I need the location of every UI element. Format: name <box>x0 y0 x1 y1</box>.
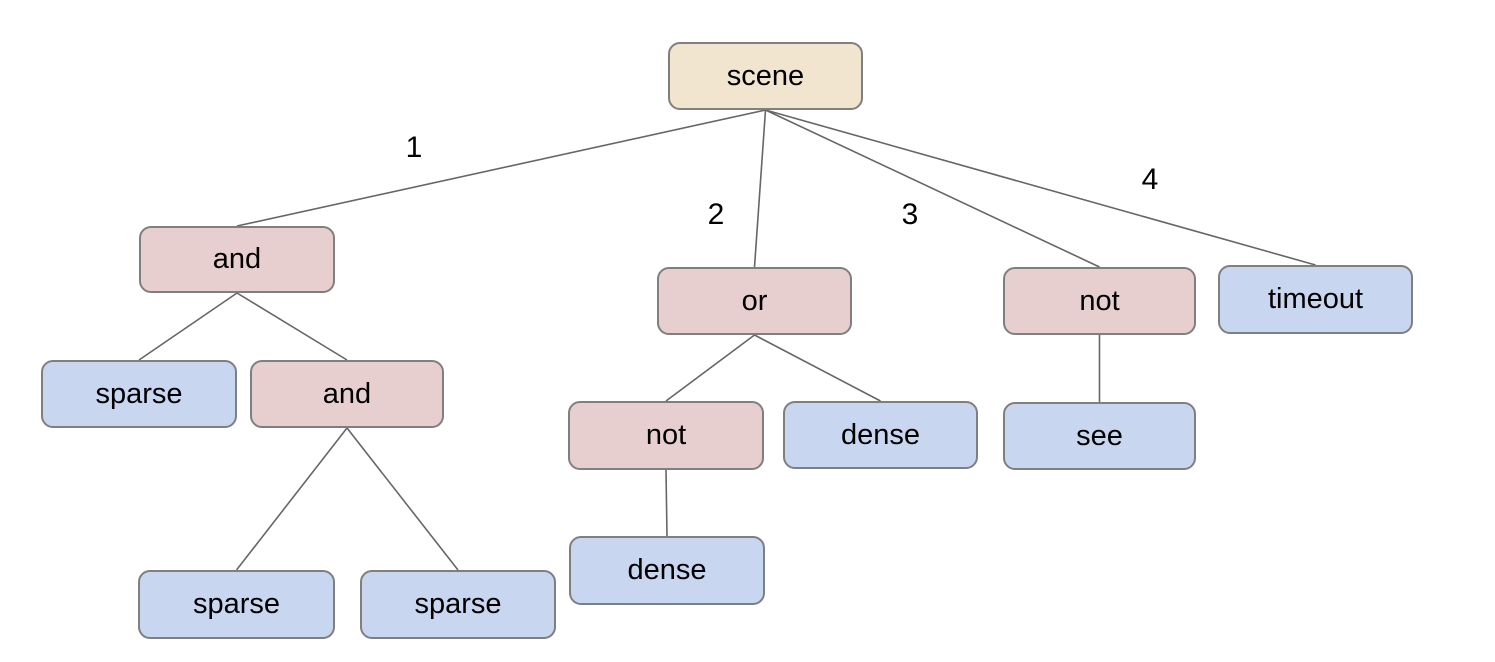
tree-node-label: not <box>1079 284 1120 317</box>
tree-node-and1: and <box>139 226 335 293</box>
edge-line-and2-sparse2 <box>235 427 348 571</box>
edge-line-and1-sparse1 <box>138 292 238 361</box>
edge-line-and1-and2 <box>236 292 348 361</box>
tree-node-label: or <box>741 284 768 317</box>
tree-node-not1: not <box>1003 267 1196 335</box>
edge-line-or1-not2 <box>665 334 755 402</box>
tree-node-see1: see <box>1003 402 1196 470</box>
edge-label-4: 4 <box>1141 163 1159 196</box>
tree-node-label: timeout <box>1267 283 1364 315</box>
tree-node-and2: and <box>250 360 444 428</box>
tree-node-label: and <box>212 243 262 275</box>
tree-node-dense2: dense <box>569 536 765 605</box>
edge-line-scene-not1 <box>765 109 1100 268</box>
tree-node-label: scene <box>726 59 805 92</box>
tree-node-dense1: dense <box>783 401 978 469</box>
edge-line-scene-and1 <box>236 109 766 227</box>
tree-node-label: sparse <box>414 588 502 620</box>
tree-node-label: dense <box>627 554 707 586</box>
tree-node-label: sparse <box>192 588 281 620</box>
edge-label-2: 2 <box>707 198 725 231</box>
tree-node-label: sparse <box>95 377 183 410</box>
edge-line-and2-sparse3 <box>346 427 459 571</box>
tree-node-sparse2: sparse <box>138 570 335 639</box>
edge-line-not2-dense2 <box>665 469 668 537</box>
tree-node-scene: scene <box>668 42 863 110</box>
edge-line-scene-timeout1 <box>765 109 1316 266</box>
tree-node-label: dense <box>840 418 920 451</box>
tree-node-label: not <box>645 419 687 451</box>
tree-node-or1: or <box>657 267 852 335</box>
edge-label-1: 1 <box>405 131 423 164</box>
tree-node-label: see <box>1076 419 1123 452</box>
edge-line-or1-dense1 <box>754 334 881 402</box>
tree-node-timeout1: timeout <box>1218 265 1413 334</box>
tree-node-label: and <box>322 377 372 410</box>
tree-node-not2: not <box>568 401 764 470</box>
edge-label-3: 3 <box>901 198 919 231</box>
tree-node-sparse1: sparse <box>41 360 237 428</box>
tree-node-sparse3: sparse <box>360 570 556 639</box>
edge-line-scene-or1 <box>753 109 767 268</box>
